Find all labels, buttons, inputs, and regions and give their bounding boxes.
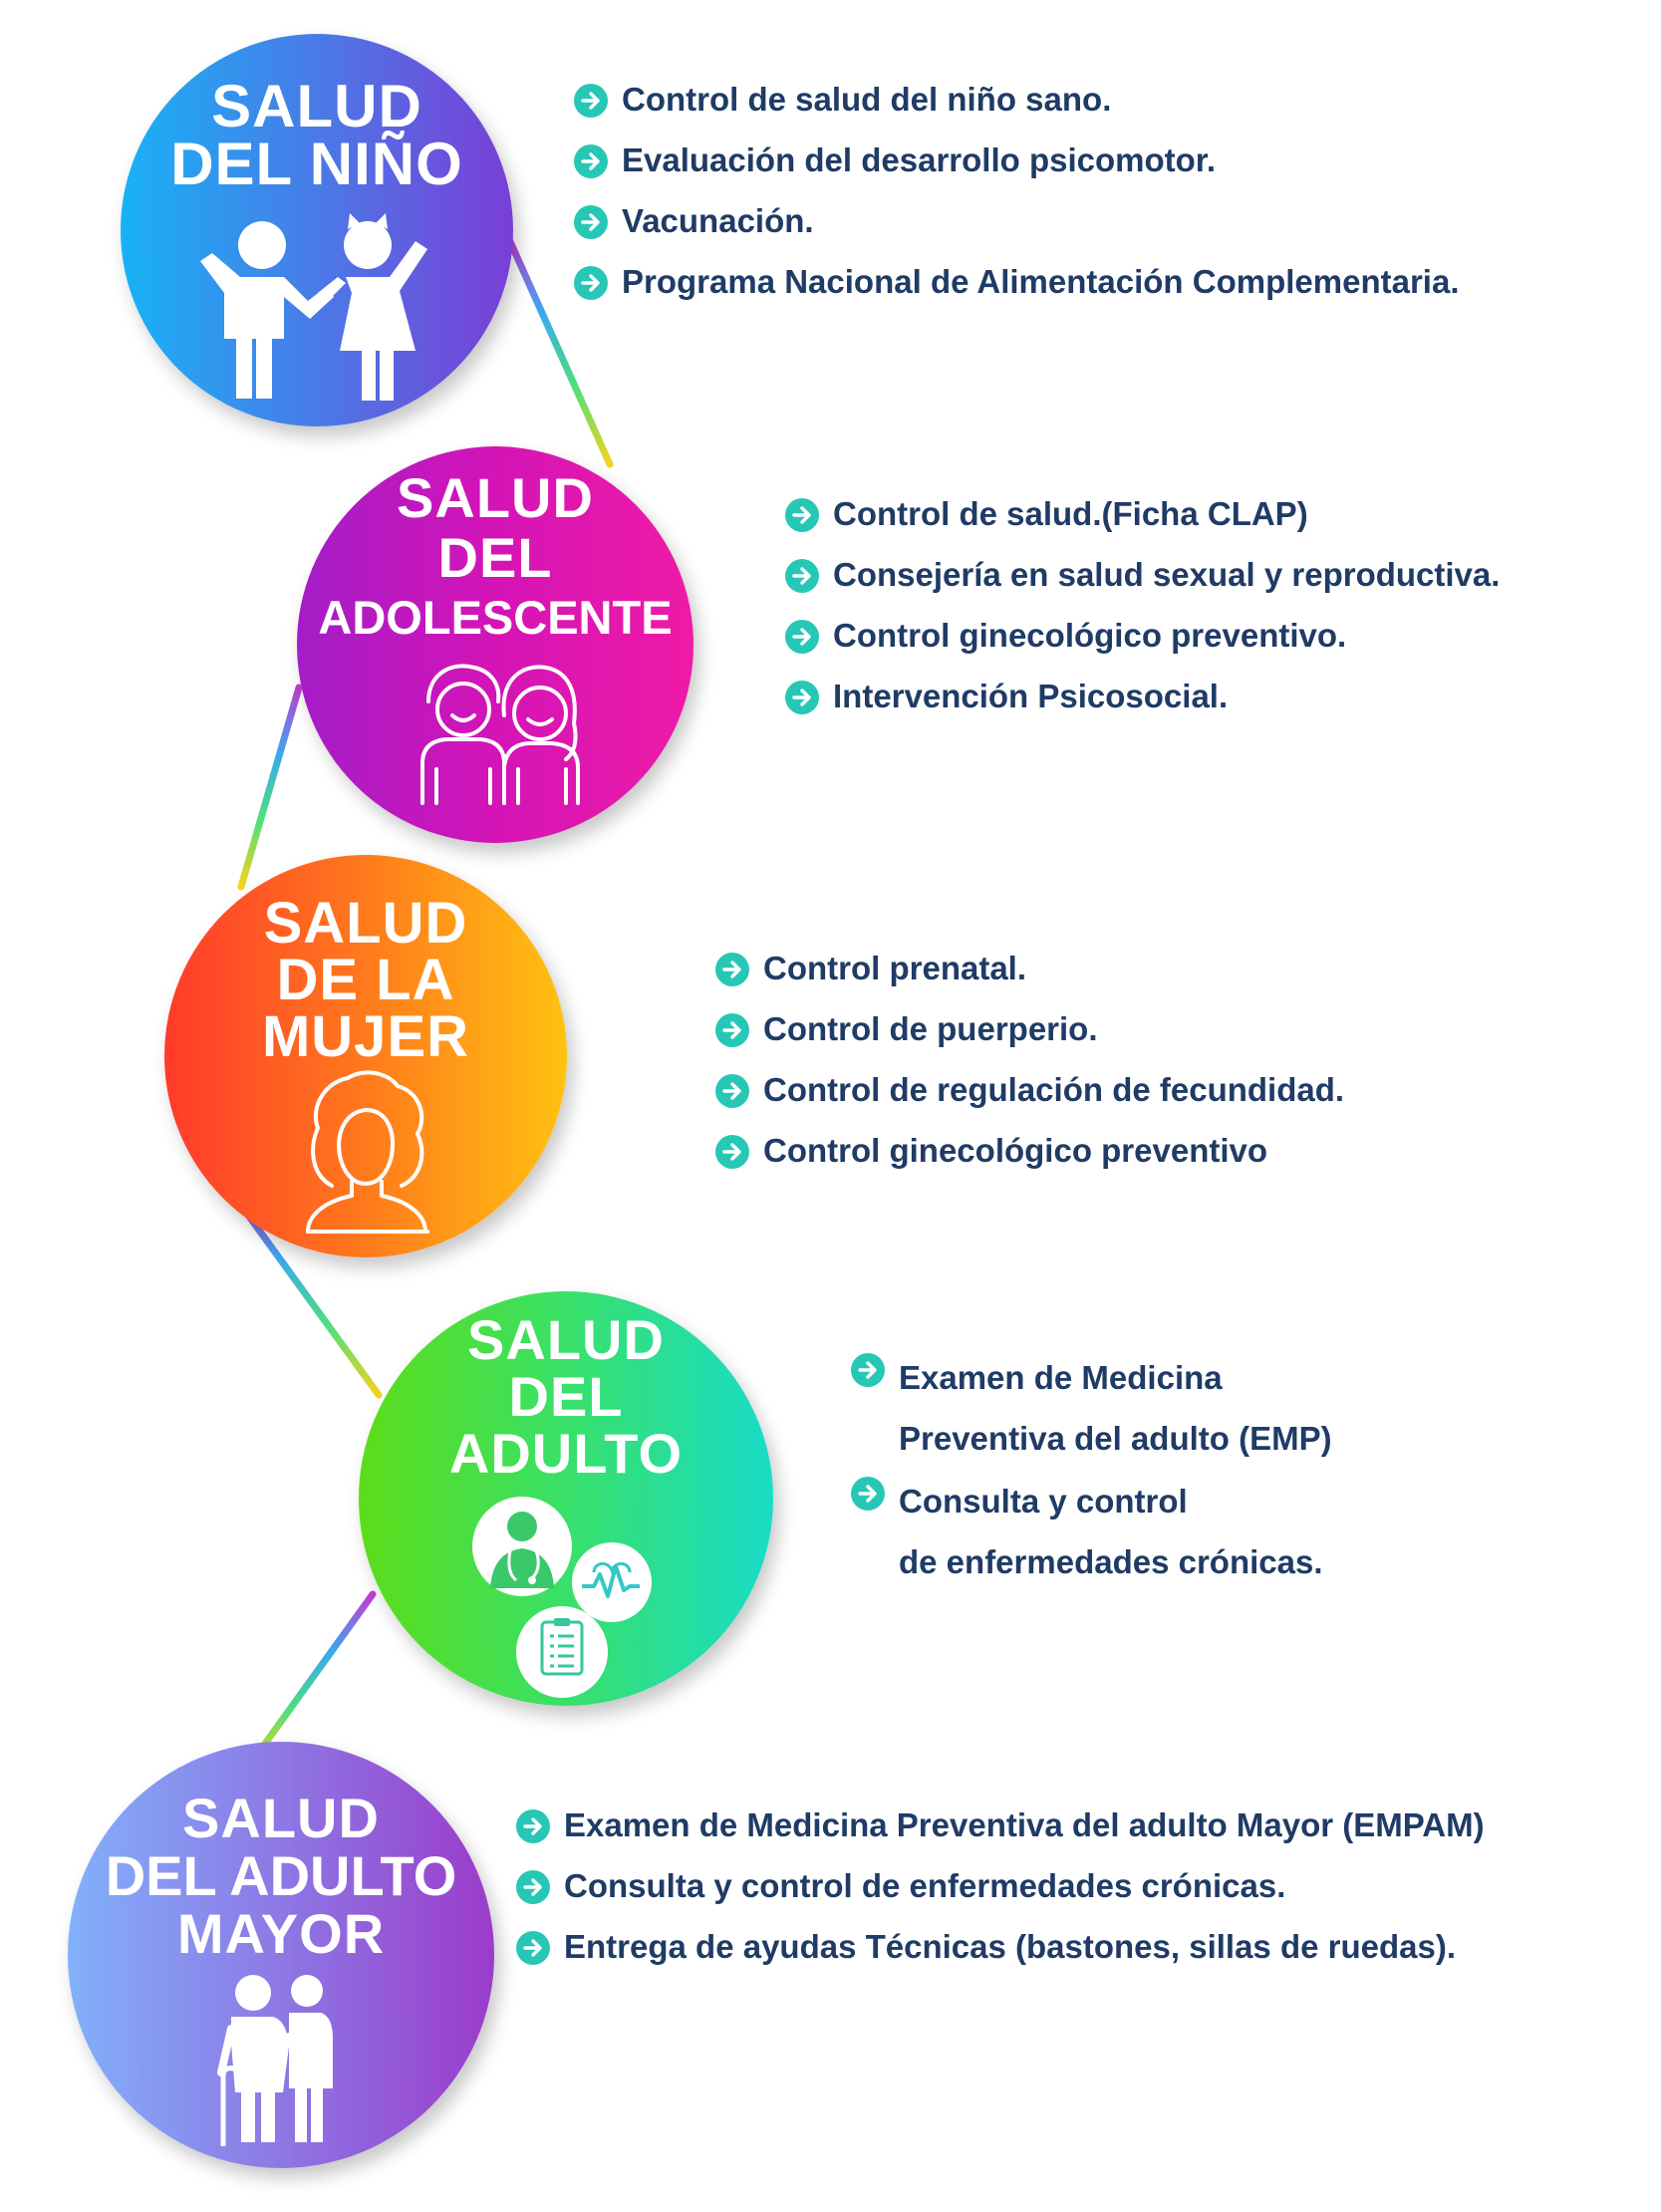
list-item: Control ginecológico preventivo.	[785, 614, 1500, 675]
title-line: SALUD	[467, 1308, 665, 1371]
list-item-text: Intervención Psicosocial.	[833, 678, 1229, 714]
title-line: ADULTO	[448, 1422, 684, 1485]
teenagers-icon	[420, 664, 580, 805]
list-item: Consejería en salud sexual y reproductiv…	[785, 553, 1501, 614]
children-icon	[200, 213, 427, 401]
circle-salud-del-nino: SALUD DEL NIÑO	[121, 34, 513, 426]
circle-title: SALUD DEL ADULTO	[359, 1311, 773, 1482]
arrow-right-icon	[785, 559, 819, 593]
circle-title: SALUD DEL ADOLESCENTE	[297, 468, 693, 648]
list-item-text: Control de regulación de fecundidad.	[763, 1071, 1345, 1108]
list-item-text: Examen de Medicina Preventiva del adulto…	[564, 1806, 1485, 1843]
connector-3-4	[227, 1188, 383, 1399]
list-item: Consulta y control de enfermedades crónic…	[851, 1471, 1332, 1594]
list-item-text: Consulta y control de enfermedades cróni…	[564, 1867, 1286, 1904]
arrow-right-icon	[715, 1013, 749, 1047]
list-item: Control de salud del niño sano.	[574, 78, 1460, 138]
arrow-right-icon	[715, 1135, 749, 1169]
list-item: Control de puerperio.	[715, 1007, 1344, 1068]
list-salud-del-adulto-mayor: Examen de Medicina Preventiva del adulto…	[516, 1803, 1485, 1986]
arrow-right-icon	[574, 205, 608, 239]
arrow-right-icon	[785, 681, 819, 714]
list-item: Evaluación del desarrollo psicomotor.	[574, 138, 1460, 199]
list-salud-del-nino: Control de salud del niño sano. Evaluació…	[574, 78, 1460, 321]
arrow-right-icon	[516, 1870, 550, 1904]
list-item-text: Control ginecológico preventivo.	[833, 617, 1347, 654]
circle-title: SALUD DEL NIÑO	[121, 73, 513, 197]
connector-4-5	[243, 1590, 377, 1773]
list-item-text: de enfermedades crónicas.	[899, 1543, 1323, 1580]
title-line: ADOLESCENTE	[318, 591, 673, 644]
arrow-right-icon	[574, 144, 608, 178]
list-item: Programa Nacional de Alimentación Comple…	[574, 260, 1460, 321]
doctor-icon	[472, 1497, 652, 1698]
list-item-text: Control de salud del niño sano.	[622, 81, 1112, 118]
title-line: DEL	[437, 526, 553, 589]
title-line: SALUD	[211, 73, 422, 139]
list-item-text: Evaluación del desarrollo psicomotor.	[622, 141, 1216, 178]
title-line: DEL ADULTO	[105, 1844, 457, 1907]
list-item-text: Preventiva del adulto (EMP)	[899, 1420, 1332, 1457]
title-line: SALUD	[182, 1787, 380, 1849]
arrow-right-icon	[851, 1353, 885, 1387]
list-item: Examen de Medicina Preventiva del adulto…	[516, 1803, 1485, 1864]
connector-2-3	[237, 684, 303, 891]
title-line: DE LA	[276, 948, 455, 1012]
circle-salud-del-adulto: SALUD DEL ADULTO	[359, 1291, 773, 1706]
list-item-text: Control de puerperio.	[763, 1010, 1098, 1047]
list-item: Consulta y control de enfermedades cróni…	[516, 1864, 1485, 1925]
arrow-right-icon	[715, 953, 749, 986]
title-line: MUJER	[261, 1004, 470, 1069]
list-item: Entrega de ayudas Técnicas (bastones, si…	[516, 1925, 1485, 1986]
arrow-right-icon	[851, 1477, 885, 1511]
list-item-text: Consulta y control	[899, 1483, 1188, 1520]
arrow-right-icon	[516, 1809, 550, 1843]
list-item: Control ginecológico preventivo	[715, 1129, 1344, 1190]
elderly-couple-icon	[217, 1975, 333, 2146]
list-item: Control de salud.(Ficha CLAP)	[785, 492, 1500, 553]
list-item-text: Entrega de ayudas Técnicas (bastones, si…	[564, 1928, 1457, 1965]
arrow-right-icon	[785, 498, 819, 532]
circle-title: SALUD DEL ADULTO MAYOR	[68, 1790, 494, 1963]
circle-salud-del-adolescente: SALUD DEL ADOLESCENTE	[297, 446, 693, 843]
list-item-text: Vacunación.	[622, 202, 814, 239]
arrow-right-icon	[574, 266, 608, 300]
list-item: Control prenatal.	[715, 947, 1344, 1007]
title-line: DEL	[508, 1365, 624, 1428]
arrow-right-icon	[574, 84, 608, 118]
title-line: MAYOR	[176, 1902, 386, 1965]
list-item-text: Examen de Medicina	[899, 1359, 1223, 1396]
list-item: Vacunación.	[574, 199, 1460, 260]
arrow-right-icon	[516, 1931, 550, 1965]
title-line: DEL NIÑO	[170, 131, 463, 197]
list-item: Control de regulación de fecundidad.	[715, 1068, 1345, 1129]
woman-icon	[306, 1070, 429, 1234]
arrow-right-icon	[715, 1074, 749, 1108]
list-item: Intervención Psicosocial.	[785, 675, 1500, 735]
circle-title: SALUD DE LA MUJER	[164, 891, 567, 1069]
list-salud-de-la-mujer: Control prenatal. Control de puerperio. Co…	[715, 947, 1345, 1190]
arrow-right-icon	[785, 620, 819, 654]
list-item-text: Consejería en salud sexual y reproductiv…	[833, 556, 1501, 593]
list-item-text: Control prenatal.	[763, 950, 1027, 986]
circle-salud-del-adulto-mayor: SALUD DEL ADULTO MAYOR	[68, 1742, 494, 2168]
list-salud-del-adolescente: Control de salud.(Ficha CLAP) Consejería …	[785, 492, 1501, 735]
title-line: SALUD	[263, 891, 468, 956]
circle-salud-de-la-mujer: SALUD DE LA MUJER	[164, 855, 567, 1257]
title-line: SALUD	[397, 466, 594, 529]
list-item-text: Programa Nacional de Alimentación Comple…	[622, 263, 1460, 300]
list-item-text: Control ginecológico preventivo	[763, 1132, 1268, 1169]
connector-1-2	[504, 233, 614, 468]
list-item-text: Control de salud.(Ficha CLAP)	[833, 495, 1308, 532]
